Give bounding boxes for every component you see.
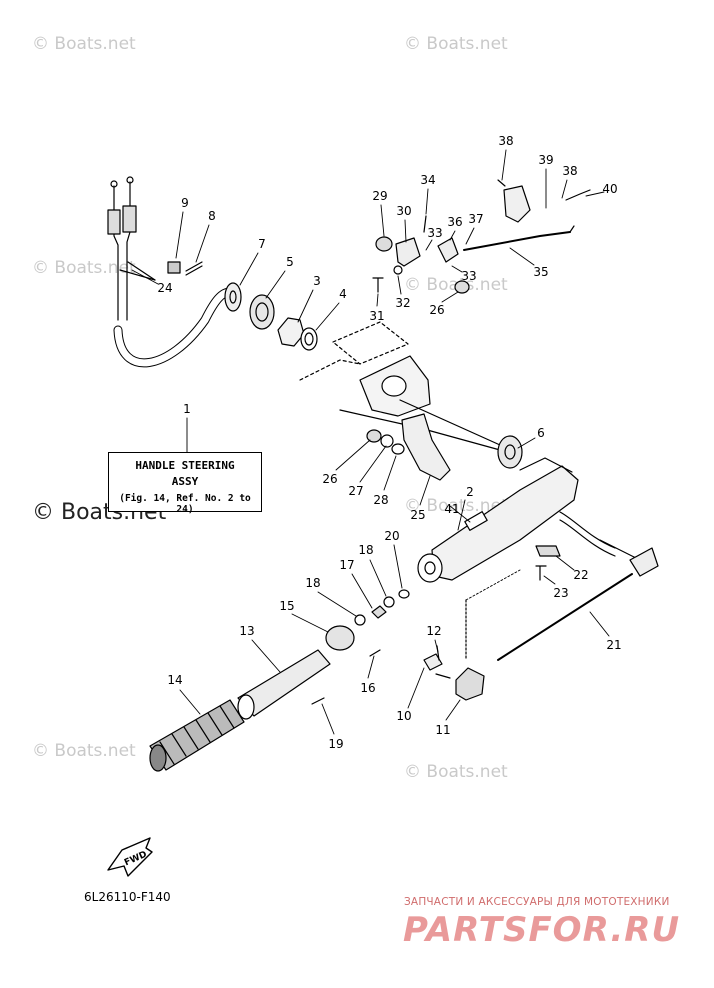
callout-24: 24 <box>157 281 173 295</box>
part-20-washer <box>398 589 410 599</box>
callout-3: 3 <box>313 274 321 288</box>
assembly-reference: (Fig. 14, Ref. No. 2 to 24) <box>119 493 251 515</box>
part-25-friction-lever <box>401 413 451 481</box>
part-18-washer-a <box>354 614 366 626</box>
callout-29: 29 <box>372 189 388 203</box>
callout-18: 18 <box>358 543 374 557</box>
callout-26: 26 <box>322 472 338 486</box>
callout-14: 14 <box>167 673 183 687</box>
part-11-switch <box>455 667 485 701</box>
callout-16: 16 <box>360 681 376 695</box>
callout-41: 41 <box>444 502 460 516</box>
callout-5: 5 <box>286 255 294 269</box>
callout-7: 7 <box>258 237 266 251</box>
callout-33: 33 <box>427 226 443 240</box>
callout-39: 39 <box>538 153 554 167</box>
callout-30: 30 <box>396 204 412 218</box>
callout-17: 17 <box>339 558 355 572</box>
watermark-bottom-right: © Boats.net <box>404 762 508 782</box>
part-27-washer <box>380 434 394 448</box>
watermark-top-right: © Boats.net <box>404 34 508 54</box>
brand-caption: ЗАПЧАСТИ И АКСЕССУАРЫ ДЛЯ МОТОТЕХНИКИ <box>404 896 670 908</box>
part-34-pin <box>423 215 427 233</box>
callout-32: 32 <box>395 296 411 310</box>
part-26-bushing <box>366 429 382 443</box>
part-31-bolt <box>372 277 384 293</box>
part-8-screw <box>185 261 203 276</box>
part-5-bushing <box>249 294 275 330</box>
figure-code: 6L26110-F140 <box>84 890 171 904</box>
callout-18: 18 <box>305 576 321 590</box>
part-32-washer <box>393 265 403 275</box>
watermark-lower-right: © Boats.net <box>404 496 508 516</box>
part-3-plate <box>277 317 305 347</box>
part-38-pin <box>497 179 506 187</box>
callout-28: 28 <box>373 493 389 507</box>
watermark-bottom-left: © Boats.net <box>32 741 136 761</box>
callout-10: 10 <box>396 709 412 723</box>
callout-34: 34 <box>420 173 436 187</box>
part-19-screw <box>311 697 325 705</box>
callout-35: 35 <box>533 265 549 279</box>
callout-37: 37 <box>468 212 484 226</box>
callout-11: 11 <box>435 723 451 737</box>
part-16-screw <box>369 649 381 657</box>
callout-8: 8 <box>208 209 216 223</box>
part-7-grommet <box>224 282 242 312</box>
throttle-cables <box>107 176 235 368</box>
part-28-washer <box>391 443 405 455</box>
brand-logo: PARTSFOR.RU <box>403 910 681 950</box>
part-14-grip <box>149 699 245 772</box>
callout-38: 38 <box>562 164 578 178</box>
callout-40: 40 <box>602 182 618 196</box>
part-39-bracket <box>503 185 531 223</box>
part-2-steering-handle <box>431 465 579 581</box>
fwd-arrow-shape <box>107 837 153 877</box>
callout-12: 12 <box>426 624 442 638</box>
part-40-clip <box>565 189 591 201</box>
part-29-bushing <box>375 236 393 252</box>
callout-25: 25 <box>410 508 426 522</box>
callout-36: 36 <box>447 215 463 229</box>
callout-4: 4 <box>339 287 347 301</box>
watermark-top-left: © Boats.net <box>32 34 136 54</box>
part-30-bracket <box>395 237 421 267</box>
callout-26: 26 <box>429 303 445 317</box>
callout-1: 1 <box>183 402 191 416</box>
callout-9: 9 <box>181 196 189 210</box>
callout-31: 31 <box>369 309 385 323</box>
assembly-subtitle: ASSY <box>171 475 199 488</box>
part-17-nut <box>371 605 387 619</box>
part-9-nut <box>167 261 181 274</box>
part-21-rod <box>497 573 633 661</box>
callout-22: 22 <box>573 568 589 582</box>
watermark-mid-left: © Boats.net <box>32 258 136 278</box>
callout-2: 2 <box>466 485 474 499</box>
part-6-washer <box>497 435 523 469</box>
callout-33: 33 <box>461 269 477 283</box>
part-26-bushing-upper <box>454 280 470 294</box>
part-35-link-rod <box>463 231 571 251</box>
part-18-washer-b <box>383 596 395 608</box>
callout-15: 15 <box>279 599 295 613</box>
part-4-washer <box>300 327 318 351</box>
assembly-box: HANDLE STEERING ASSY (Fig. 14, Ref. No. … <box>108 452 262 515</box>
part-22-plate <box>535 545 561 557</box>
part-10-clip <box>423 653 443 671</box>
callout-19: 19 <box>328 737 344 751</box>
callout-38: 38 <box>498 134 514 148</box>
assembly-title: HANDLE STEERING <box>135 459 235 472</box>
part-15-collar <box>325 625 355 651</box>
part-36-bracket <box>437 237 459 263</box>
callout-20: 20 <box>384 529 400 543</box>
callout-6: 6 <box>537 426 545 440</box>
callout-27: 27 <box>348 484 364 498</box>
callout-13: 13 <box>239 624 255 638</box>
callout-21: 21 <box>606 638 622 652</box>
part-23-screw <box>535 565 547 581</box>
callout-23: 23 <box>553 586 569 600</box>
